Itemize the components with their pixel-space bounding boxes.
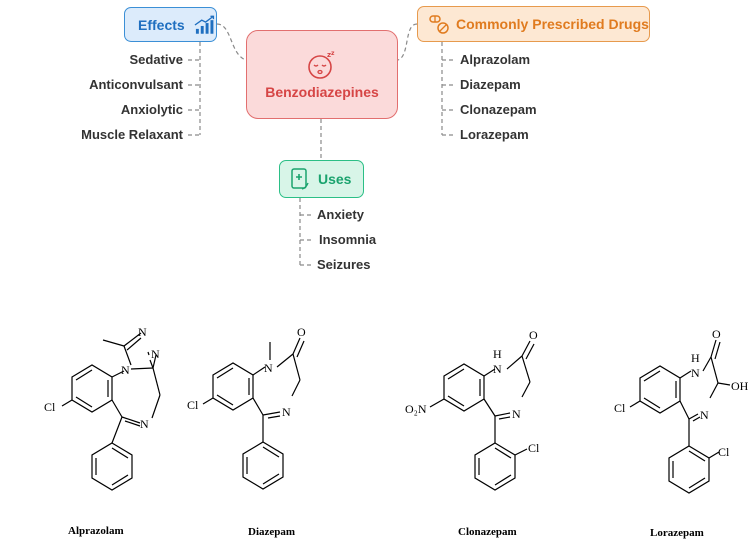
atom-label: Cl (44, 400, 56, 414)
effects-item-muscle-relaxant: Muscle Relaxant (81, 127, 183, 142)
atom-label: H (493, 347, 502, 361)
svg-text:z: z (331, 50, 335, 57)
connector-effects (216, 23, 247, 61)
center-label: Benzodiazepines (265, 83, 379, 100)
atom-label: N (138, 325, 147, 339)
structure-name-clonazepam: Clonazepam (458, 526, 517, 538)
drugs-leaf-branches (441, 42, 454, 136)
connector-drugs (397, 23, 418, 61)
uses-item-anxiety: Anxiety (317, 207, 364, 222)
atom-label: N (151, 347, 160, 361)
effects-item-sedative: Sedative (129, 52, 183, 67)
structure-name-diazepam: Diazepam (248, 526, 296, 538)
medical-tablet-icon (291, 168, 309, 190)
atom-label: N (282, 405, 291, 419)
effects-leaf-branches (188, 42, 201, 136)
atom-label: O (712, 327, 721, 341)
atom-label: H (691, 351, 700, 365)
structure-name-alprazolam: Alprazolam (68, 525, 124, 537)
svg-text:z: z (327, 51, 331, 59)
sleeping-face-icon: z z (308, 50, 335, 79)
atom-label: N (700, 408, 709, 422)
uses-item-insomnia: Insomnia (319, 232, 377, 247)
uses-label: Uses (318, 171, 352, 187)
atom-label: N (121, 363, 130, 377)
mindmap-connectors (188, 23, 454, 266)
chart-growth-icon (194, 15, 214, 34)
drugs-item-clonazepam: Clonazepam (460, 102, 537, 117)
structure-lorazepam (629, 339, 731, 494)
structure-clonazepam (429, 340, 535, 491)
atom-label: O₂N (405, 402, 427, 416)
atom-label: Cl (718, 445, 730, 459)
drugs-label: Commonly Prescribed Drugs (456, 16, 649, 32)
drugs-item-alprazolam: Alprazolam (460, 52, 531, 67)
drugs-item-diazepam: Diazepam (460, 77, 521, 92)
atom-label: N (140, 417, 149, 431)
drugs-node: Commonly Prescribed Drugs (417, 6, 650, 42)
structure-name-lorazepam: Lorazepam (650, 527, 704, 539)
effects-node: Effects (124, 7, 217, 42)
effects-item-anticonvulsant: Anticonvulsant (89, 77, 183, 92)
atom-label: N (512, 407, 521, 421)
center-node-benzodiazepines: z z Benzodiazepines (246, 30, 398, 119)
effects-label: Effects (138, 16, 185, 33)
structure-diazepam (202, 337, 305, 490)
atom-label: Cl (614, 401, 626, 415)
uses-leaf-branches (299, 198, 312, 266)
drugs-item-lorazepam: Lorazepam (460, 127, 529, 142)
atom-label: O (529, 328, 538, 342)
effects-item-anxiolytic: Anxiolytic (120, 102, 183, 117)
atom-label: Cl (187, 398, 199, 412)
atom-label: N (691, 366, 700, 380)
structure-alprazolam (61, 332, 161, 491)
atom-label: N (264, 361, 273, 375)
atom-label: O (297, 325, 306, 339)
pills-icon (429, 15, 449, 34)
uses-node: Uses (279, 160, 364, 198)
atom-label: OH (731, 379, 749, 393)
atom-label: Cl (528, 441, 540, 455)
uses-item-seizures: Seizures (317, 257, 371, 272)
atom-label: N (493, 362, 502, 376)
